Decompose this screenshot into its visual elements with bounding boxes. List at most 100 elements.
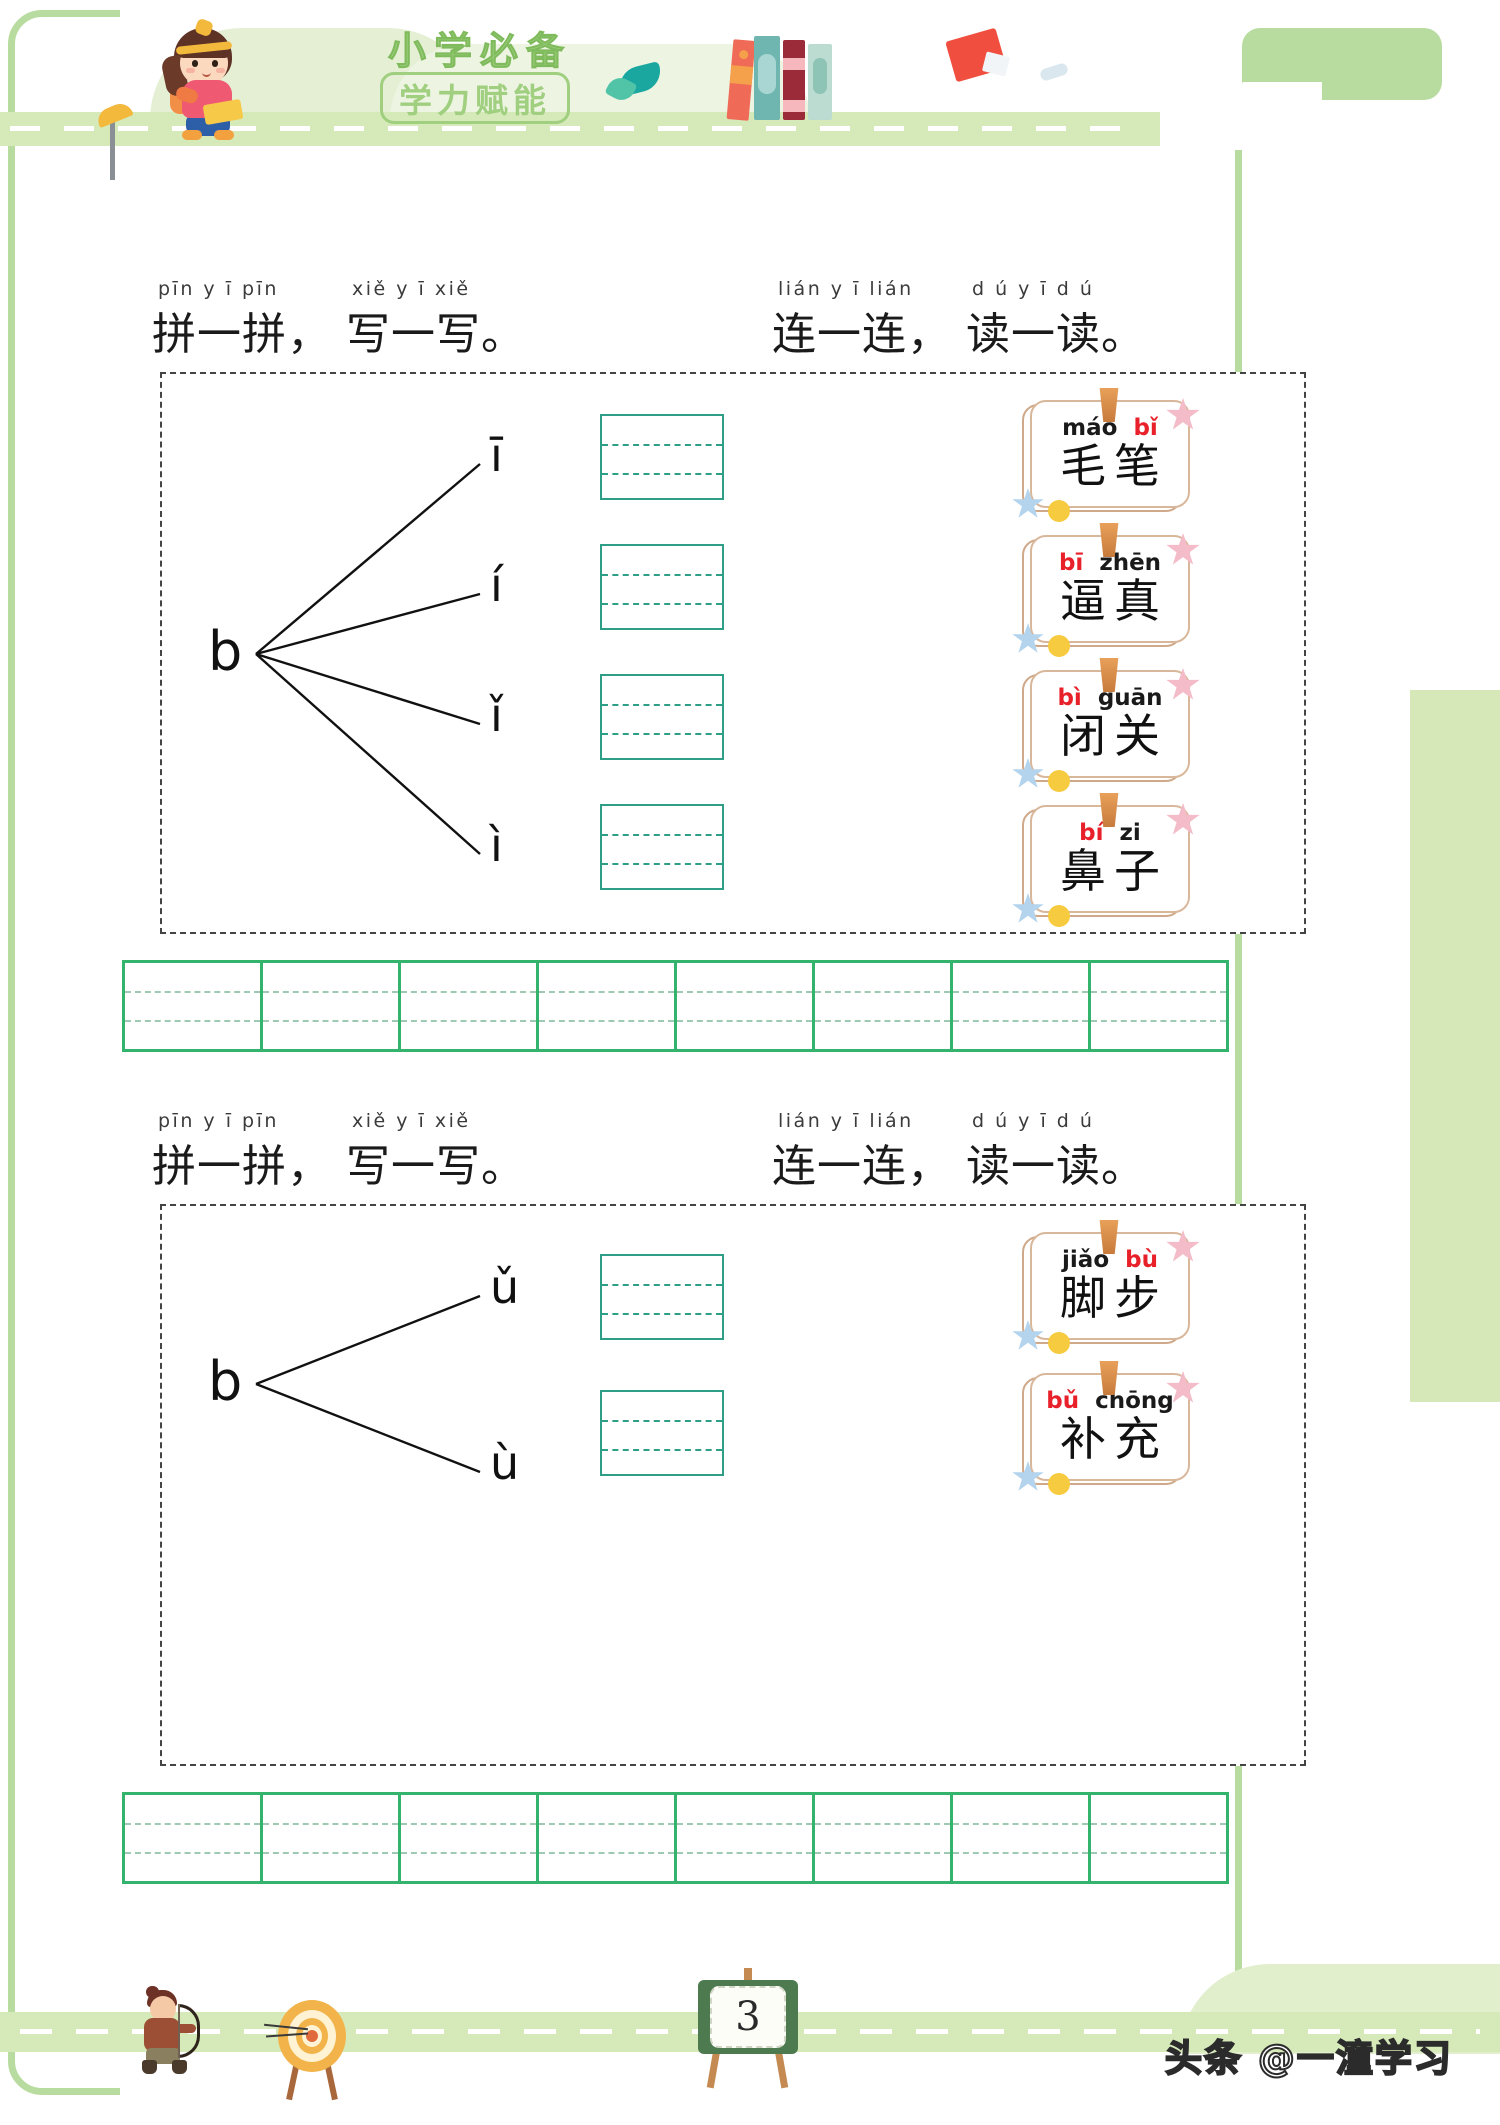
card5-hanzi-1: 脚 [1060, 1271, 1106, 1326]
card5-hanzi-2: 步 [1114, 1271, 1160, 1326]
grid-cell[interactable] [539, 1795, 677, 1881]
section1-word-card-1[interactable]: máo bǐ 毛 笔 [1012, 388, 1200, 522]
dot-yellow-icon [1048, 770, 1070, 792]
section1-tree-leaf-4: ì [490, 818, 503, 872]
grid-cell[interactable] [815, 963, 953, 1049]
section2-write-box-2[interactable] [600, 1390, 724, 1476]
card4-hanzi-2: 子 [1114, 844, 1160, 899]
section1-heading-left2-hanzi: 写一写。 [346, 309, 526, 360]
section1-tree-root: b [208, 620, 243, 683]
card2-hanzi-1: 逼 [1060, 574, 1106, 629]
section1-tree-leaf-2: í [490, 558, 503, 612]
section2-heading-right-pinyin: lián y ī lián [778, 1110, 914, 1132]
section1-word-card-3[interactable]: bì guān 闭 关 [1012, 658, 1200, 792]
section2-word-card-2[interactable]: bǔ chōng 补 充 [1012, 1361, 1200, 1495]
card4-pinyin-2: zi [1119, 820, 1141, 847]
section2-heading-left2-hanzi: 写一写。 [346, 1141, 526, 1192]
grid-cell[interactable] [953, 963, 1091, 1049]
card-inner-frame [1030, 1232, 1190, 1340]
section2-heading-left-hanzi: 拼一拼， [152, 1141, 332, 1192]
desk-lamp-icon [48, 58, 134, 180]
grid-cell[interactable] [401, 963, 539, 1049]
dot-yellow-icon [1048, 500, 1070, 522]
section1-heading-left2-pinyin: xiě y ī xiě [352, 278, 471, 300]
grid-cell[interactable] [539, 963, 677, 1049]
section1-heading-left: pīn y ī pīn 拼一拼， xiě y ī xiě 写一写。 [152, 278, 526, 362]
section2-pinyin-tree: b ǔ ù [160, 1204, 780, 1766]
card3-hanzi-1: 闭 [1060, 709, 1106, 764]
clip-icon [1099, 793, 1119, 827]
section1-practice-grid[interactable] [122, 960, 1229, 1052]
card1-pinyin-1: máo [1062, 415, 1118, 442]
section1-heading-left-hanzi: 拼一拼， [152, 309, 332, 360]
clip-icon [1099, 1220, 1119, 1254]
header-title-badge-label: 学力赋能 [399, 82, 551, 119]
section1-write-box-4[interactable] [600, 804, 724, 890]
clip-icon [1099, 1361, 1119, 1395]
section2-word-card-1[interactable]: jiǎo bù 脚 步 [1012, 1220, 1200, 1354]
section1-heading-right: lián y ī lián 连一连， d ú y ī d ú 读一读。 [772, 278, 1146, 362]
watermark: 头条 @一潼学习 [1164, 2036, 1453, 2081]
page-number-easel: 3 [690, 1968, 806, 2089]
archery-target-icon [264, 2000, 352, 2101]
dot-yellow-icon [1048, 1332, 1070, 1354]
card4-hanzi-1: 鼻 [1060, 844, 1106, 899]
flying-book-icon [945, 27, 1011, 83]
section1-write-box-2[interactable] [600, 544, 724, 630]
books-shelf-icon [726, 36, 848, 121]
card3-pinyin-2: guān [1097, 685, 1163, 712]
dot-yellow-icon [1048, 1473, 1070, 1495]
grid-cell[interactable] [263, 963, 401, 1049]
card2-pinyin-2: zhēn [1099, 550, 1162, 577]
grid-cell[interactable] [401, 1795, 539, 1881]
clip-icon [1099, 388, 1119, 422]
page-number: 3 [735, 1994, 761, 2040]
card1-hanzi-1: 毛 [1060, 439, 1106, 494]
grid-cell[interactable] [1091, 963, 1229, 1049]
grid-cell[interactable] [1091, 1795, 1229, 1881]
section1-heading-left-pinyin: pīn y ī pīn [158, 278, 279, 300]
section1-heading-right-pinyin: lián y ī lián [778, 278, 914, 300]
section2-heading-left-pinyin: pīn y ī pīn [158, 1110, 279, 1132]
card3-pinyin-1: bì [1057, 685, 1082, 712]
clip-icon [1099, 658, 1119, 692]
swoosh-decoration [1038, 61, 1070, 83]
card2-hanzi-2: 真 [1114, 574, 1160, 629]
archer-icon [132, 1986, 202, 2074]
header-tab-notch [1242, 82, 1322, 122]
section2-practice-grid[interactable] [122, 1792, 1229, 1884]
section2-write-box-1[interactable] [600, 1254, 724, 1340]
clip-icon [1099, 523, 1119, 557]
card6-hanzi-1: 补 [1060, 1412, 1106, 1467]
grid-cell[interactable] [815, 1795, 953, 1881]
header-title-badge: 学力赋能 [380, 72, 570, 124]
page-header: 小学必备 学力赋能 [0, 0, 1500, 180]
grid-cell[interactable] [125, 963, 263, 1049]
section1-tree-leaf-3: ǐ [490, 688, 503, 742]
section1-heading-right2-pinyin: d ú y ī d ú [972, 278, 1095, 300]
section1-write-box-1[interactable] [600, 414, 724, 500]
grid-cell[interactable] [677, 963, 815, 1049]
card5-pinyin-1: jiǎo [1062, 1247, 1110, 1274]
card3-hanzi-2: 关 [1114, 709, 1160, 764]
grid-cell[interactable] [263, 1795, 401, 1881]
page-footer: 3 [0, 1960, 1500, 2121]
card1-hanzi-2: 笔 [1114, 439, 1160, 494]
card2-pinyin-1: bī [1058, 550, 1084, 577]
card5-pinyin-2: bù [1125, 1247, 1158, 1274]
grid-cell[interactable] [953, 1795, 1091, 1881]
side-green-tab [1410, 690, 1500, 1402]
section1-tree-lines [255, 463, 481, 855]
section1-heading-right-hanzi: 连一连， [772, 309, 952, 360]
section1-word-card-2[interactable]: bī zhēn 逼 真 [1012, 523, 1200, 657]
girl-reading-icon [148, 17, 268, 140]
card4-pinyin-1: bí [1079, 820, 1104, 847]
grid-cell[interactable] [677, 1795, 815, 1881]
section1-write-box-3[interactable] [600, 674, 724, 760]
dot-yellow-icon [1048, 905, 1070, 927]
section2-heading-left: pīn y ī pīn 拼一拼， xiě y ī xiě 写一写。 [152, 1110, 526, 1194]
grid-cell[interactable] [125, 1795, 263, 1881]
section1-word-card-4[interactable]: bí zi 鼻 子 [1012, 793, 1200, 927]
card6-pinyin-1: bǔ [1046, 1388, 1080, 1415]
section2-heading-right-hanzi: 连一连， [772, 1141, 952, 1192]
